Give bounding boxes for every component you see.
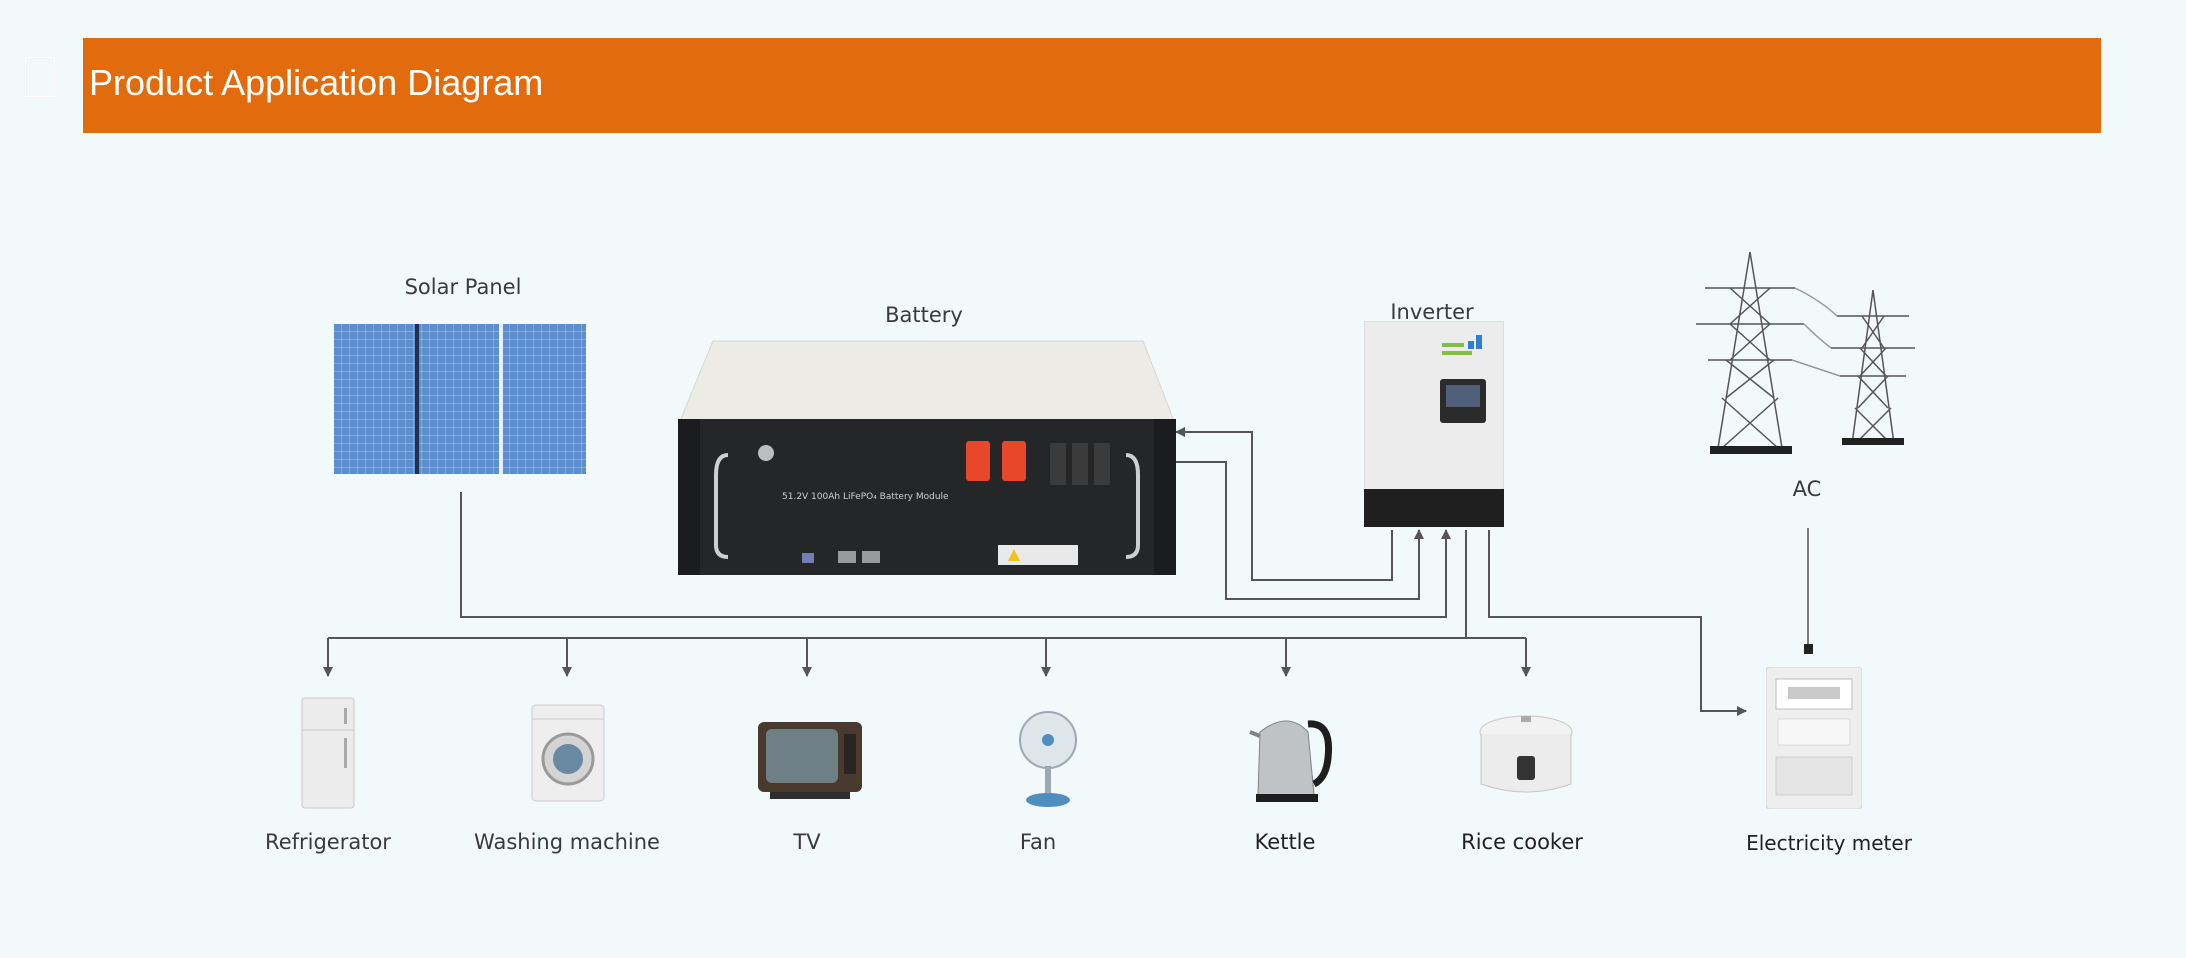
- battery-label: Battery: [885, 303, 963, 327]
- appliance-label-kettle: Kettle: [1254, 830, 1316, 854]
- page-title: Product Application Diagram: [89, 62, 544, 103]
- solar-panel-label: Solar Panel: [404, 275, 522, 299]
- inverter-icon: [1364, 321, 1504, 527]
- electricity-meter-label: Electricity meter: [1746, 831, 1912, 855]
- appliance-label-fan: Fan: [1019, 830, 1057, 854]
- title-banner: Product Application Diagram: [83, 38, 2101, 133]
- inverter-label: Inverter: [1390, 300, 1474, 324]
- solar-panel-icon: [334, 324, 586, 474]
- power-tower-icon: [1696, 251, 1915, 454]
- appliance-label-tv: TV: [793, 830, 821, 854]
- appliance-label-rice-cooker: Rice cooker: [1461, 830, 1583, 854]
- fan-icon: [1019, 711, 1077, 807]
- ac-label: AC: [1792, 477, 1822, 501]
- kettle-icon: [1249, 720, 1333, 802]
- corner-placeholder-box: [25, 57, 55, 97]
- battery-module-text: 51.2V 100Ah LiFePO₄ Battery Module: [782, 492, 949, 502]
- battery-icon: 51.2V 100Ah LiFePO₄ Battery Module: [678, 340, 1176, 575]
- appliance-label-washing-machine: Washing machine: [474, 830, 660, 854]
- electricity-meter-icon: [1766, 667, 1862, 809]
- tv-icon: [758, 722, 862, 799]
- washing-machine-icon: [531, 704, 605, 802]
- rice-cooker-icon: [1479, 715, 1573, 793]
- appliance-label-refrigerator: Refrigerator: [265, 830, 391, 854]
- refrigerator-icon: [301, 697, 355, 809]
